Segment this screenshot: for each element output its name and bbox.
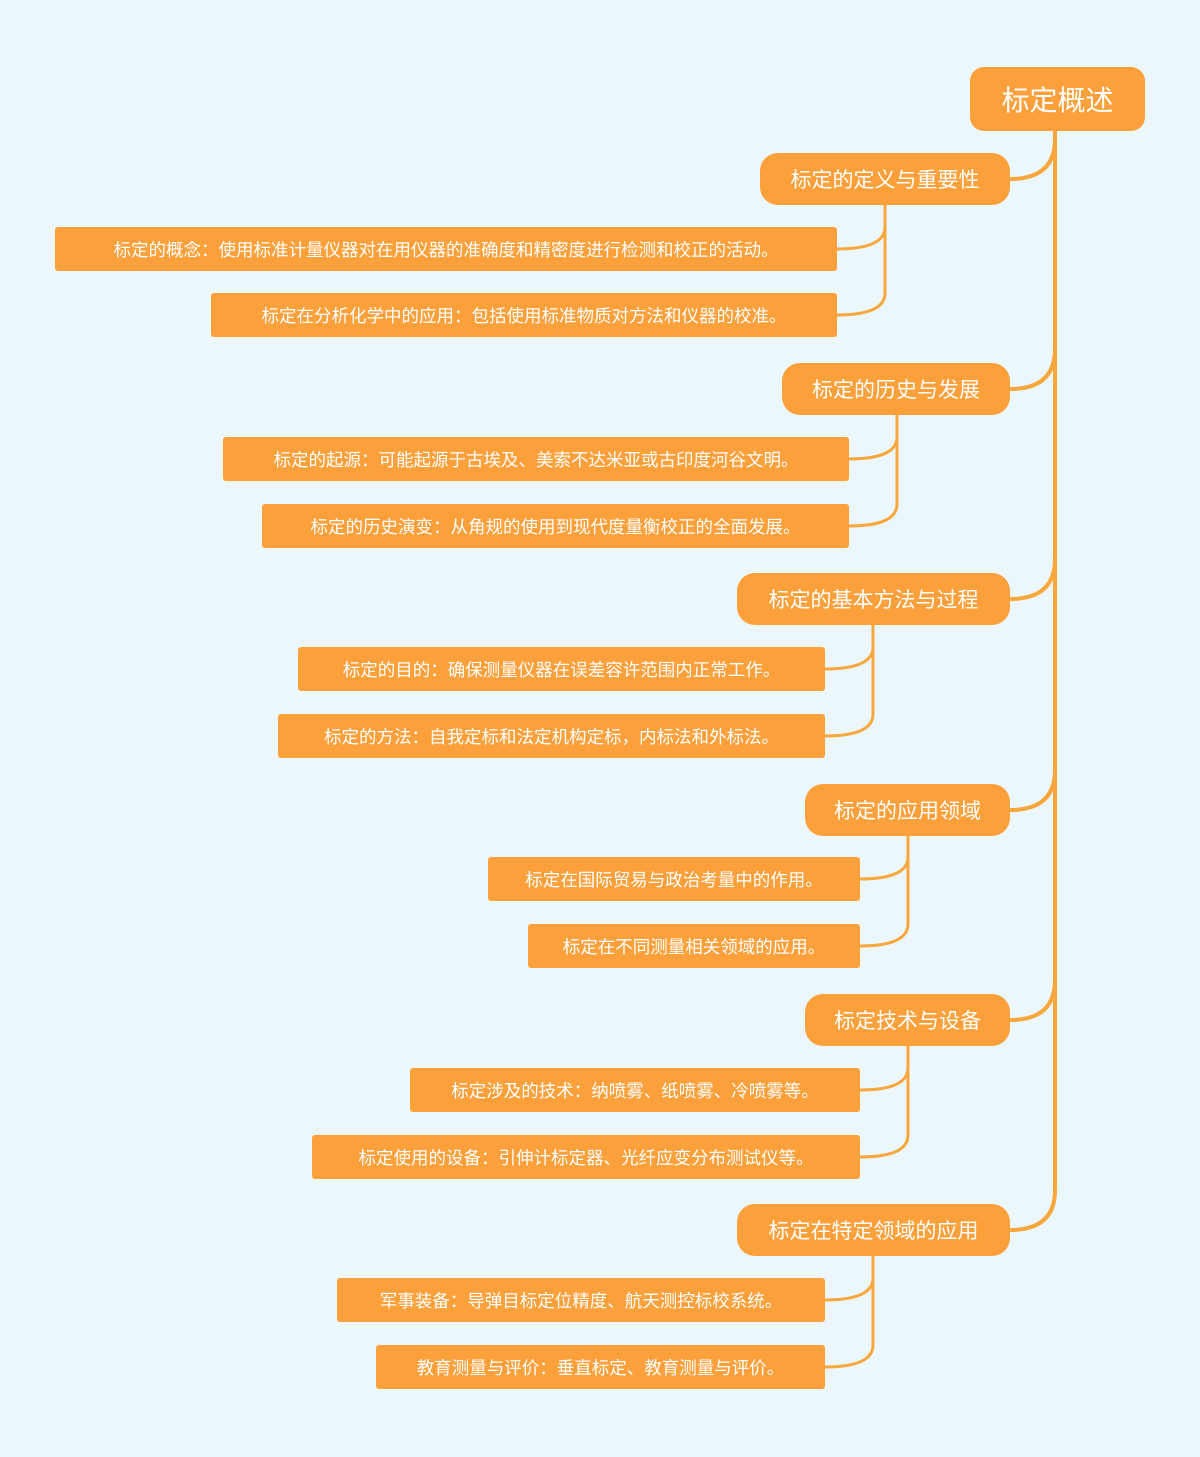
leaf-connector <box>858 834 910 881</box>
leaf-label: 标定在国际贸易与政治考量中的作用。 <box>525 870 823 891</box>
leaf-label: 标定的方法：自我定标和法定机构定标，内标法和外标法。 <box>324 727 779 748</box>
leaf-connector <box>847 413 899 461</box>
leaf-label: 标定在不同测量相关领域的应用。 <box>562 937 826 958</box>
leaf-connector <box>835 203 887 251</box>
leaf-connector <box>858 1044 910 1092</box>
branch-connector <box>1008 129 1057 601</box>
branch-technology[interactable]: 标定技术与设备 <box>805 994 1010 1046</box>
branch-label: 标定技术与设备 <box>834 1009 981 1033</box>
branch-connector <box>1008 129 1057 391</box>
branch-connector <box>1008 129 1057 1022</box>
leaf-connector <box>858 1044 910 1159</box>
leaf-node[interactable]: 标定涉及的技术：纳喷雾、纸喷雾、冷喷雾等。 <box>410 1068 860 1112</box>
branch-history[interactable]: 标定的历史与发展 <box>782 363 1010 415</box>
branch-applications[interactable]: 标定的应用领域 <box>805 784 1010 836</box>
branch-connector <box>1008 129 1057 812</box>
leaf-connector <box>823 1254 875 1302</box>
leaf-node[interactable]: 标定在不同测量相关领域的应用。 <box>528 924 860 968</box>
leaf-node[interactable]: 军事装备：导弹目标定位精度、航天测控标校系统。 <box>337 1278 825 1322</box>
leaf-label: 教育测量与评价：垂直标定、教育测量与评价。 <box>416 1358 785 1379</box>
leaf-node[interactable]: 教育测量与评价：垂直标定、教育测量与评价。 <box>376 1345 825 1389</box>
leaf-node[interactable]: 标定在国际贸易与政治考量中的作用。 <box>488 857 860 901</box>
leaf-connector <box>823 623 875 738</box>
leaf-connector <box>847 413 899 528</box>
branch-special-fields[interactable]: 标定在特定领域的应用 <box>737 1204 1010 1256</box>
leaf-label: 标定在分析化学中的应用：包括使用标准物质对方法和仪器的校准。 <box>261 306 787 327</box>
branch-connector <box>1008 129 1057 1232</box>
leaf-connector <box>858 834 910 948</box>
leaf-label: 军事装备：导弹目标定位精度、航天测控标校系统。 <box>379 1291 783 1312</box>
branch-methods[interactable]: 标定的基本方法与过程 <box>737 573 1010 625</box>
root-label: 标定概述 <box>1001 84 1114 117</box>
leaf-node[interactable]: 标定的起源：可能起源于古埃及、美索不达米亚或古印度河谷文明。 <box>223 437 849 481</box>
leaf-connector <box>835 203 887 317</box>
leaf-label: 标定的目的：确保测量仪器在误差容许范围内正常工作。 <box>342 660 781 681</box>
leaf-node[interactable]: 标定的概念：使用标准计量仪器对在用仪器的准确度和精密度进行检测和校正的活动。 <box>55 227 837 271</box>
branch-connector <box>1008 129 1057 181</box>
leaf-connector <box>823 623 875 671</box>
leaf-label: 标定涉及的技术：纳喷雾、纸喷雾、冷喷雾等。 <box>451 1081 819 1102</box>
branch-label: 标定的历史与发展 <box>812 378 980 402</box>
branch-label: 标定的应用领域 <box>834 799 981 823</box>
leaf-node[interactable]: 标定在分析化学中的应用：包括使用标准物质对方法和仪器的校准。 <box>211 293 837 337</box>
leaf-node[interactable]: 标定的目的：确保测量仪器在误差容许范围内正常工作。 <box>298 647 825 691</box>
leaf-node[interactable]: 标定的方法：自我定标和法定机构定标，内标法和外标法。 <box>278 714 825 758</box>
branch-label: 标定的定义与重要性 <box>790 168 980 192</box>
leaf-label: 标定使用的设备：引伸计标定器、光纤应变分布测试仪等。 <box>358 1148 814 1169</box>
root-node[interactable]: 标定概述 <box>970 67 1145 131</box>
branch-label: 标定的基本方法与过程 <box>768 588 979 612</box>
leaf-label: 标定的历史演变：从角规的使用到现代度量衡校正的全面发展。 <box>310 517 801 538</box>
branch-definition[interactable]: 标定的定义与重要性 <box>760 153 1010 205</box>
leaf-node[interactable]: 标定的历史演变：从角规的使用到现代度量衡校正的全面发展。 <box>262 504 849 548</box>
leaf-node[interactable]: 标定使用的设备：引伸计标定器、光纤应变分布测试仪等。 <box>312 1135 860 1179</box>
leaf-label: 标定的概念：使用标准计量仪器对在用仪器的准确度和精密度进行检测和校正的活动。 <box>113 240 779 261</box>
branch-label: 标定在特定领域的应用 <box>768 1219 979 1243</box>
leaf-label: 标定的起源：可能起源于古埃及、美索不达米亚或古印度河谷文明。 <box>273 450 799 471</box>
leaf-connector <box>823 1254 875 1369</box>
